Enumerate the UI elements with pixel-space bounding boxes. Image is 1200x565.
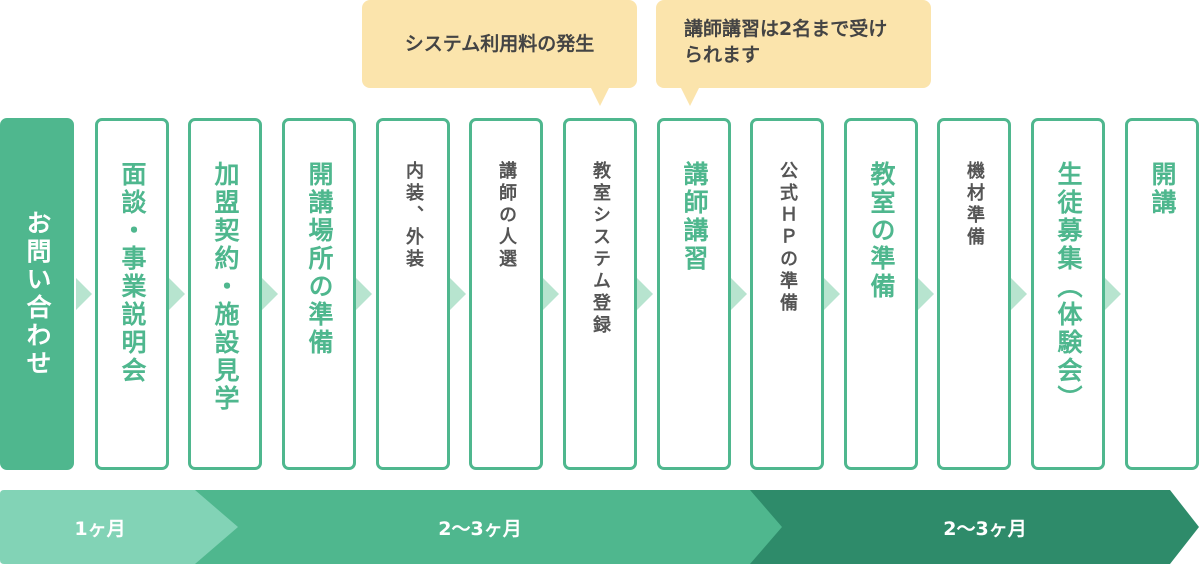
period-label-3: 2〜3ヶ月	[943, 517, 1027, 540]
arrow-right-icon	[356, 278, 372, 310]
callout-text: システム利用料の発生	[404, 33, 595, 55]
arrow-right-icon	[918, 278, 934, 310]
step-10: 教室の準備	[844, 118, 918, 470]
step-label: 公式ＨＰの準備	[777, 161, 798, 315]
step-9: 公式ＨＰの準備	[750, 118, 824, 470]
callout-training: 講師講習は2名まで受けられます	[656, 0, 931, 106]
arrow-right-icon	[824, 278, 840, 310]
step-5: 内装、外装	[376, 118, 450, 470]
step-label: 教室の準備	[867, 161, 896, 301]
step-label: 加盟契約・施設見学	[211, 161, 240, 413]
step-label: 講師講習	[680, 161, 709, 273]
step-12: 生徒募集（体験会）	[1031, 118, 1105, 470]
arrow-right-icon	[450, 278, 466, 310]
step-label: 教室システム登録	[590, 161, 611, 337]
step-2: 面談・事業説明会	[95, 118, 169, 470]
step-13: 開講	[1125, 118, 1199, 470]
step-label: 内装、外装	[403, 161, 424, 271]
period-label-2: 2〜3ヶ月	[438, 517, 522, 540]
arrow-right-icon	[543, 278, 559, 310]
step-label: 生徒募集（体験会）	[1054, 161, 1083, 413]
step-1: お問い合わせ	[0, 118, 74, 470]
step-7: 教室システム登録	[563, 118, 637, 470]
arrow-right-icon	[1011, 278, 1027, 310]
callout-text: 講師講習は2名まで受けられます	[684, 18, 888, 66]
arrow-right-icon	[1105, 278, 1121, 310]
step-8: 講師講習	[657, 118, 731, 470]
arrow-right-icon	[262, 278, 278, 310]
period-label-1: 1ヶ月	[74, 517, 126, 540]
step-label: 講師の人選	[496, 161, 517, 271]
arrow-right-icon	[731, 278, 747, 310]
step-label: 機材準備	[964, 161, 985, 249]
step-6: 講師の人選	[469, 118, 543, 470]
step-11: 機材準備	[937, 118, 1011, 470]
step-3: 加盟契約・施設見学	[188, 118, 262, 470]
arrow-right-icon	[637, 278, 653, 310]
step-label: 開講	[1148, 161, 1177, 217]
step-label: お問い合わせ	[23, 210, 52, 378]
callout-system-fee: システム利用料の発生	[362, 0, 637, 106]
arrow-right-icon	[169, 278, 185, 310]
step-label: 面談・事業説明会	[118, 161, 147, 385]
arrow-right-icon	[76, 278, 92, 310]
step-4: 開講場所の準備	[282, 118, 356, 470]
step-label: 開講場所の準備	[305, 161, 334, 357]
